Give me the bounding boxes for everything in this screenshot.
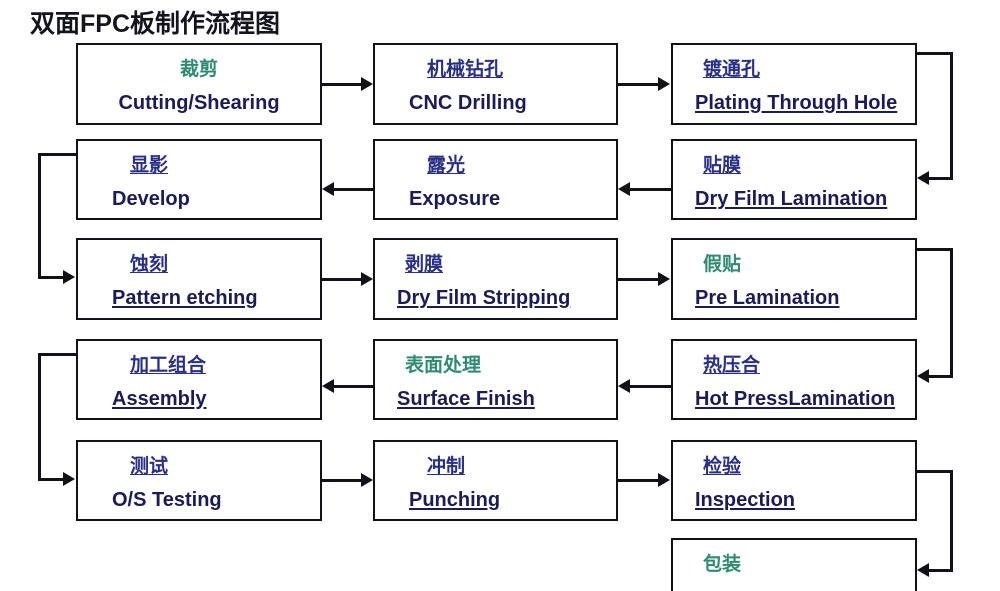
connector-punching-to-inspection xyxy=(618,479,659,482)
node-packaging-cn: 包装 xyxy=(703,554,742,575)
connector-prelam-wrap-top xyxy=(915,248,953,251)
connector-assembly-wrap-top xyxy=(38,353,78,356)
connector-assembly-wrap-bottom xyxy=(38,478,64,481)
node-pre-lamination[interactable]: 假贴 Pre Lamination xyxy=(671,238,917,320)
arrowhead-stripping-to-prelam xyxy=(658,272,670,286)
connector-surface-to-assembly xyxy=(334,385,373,388)
node-exposure[interactable]: 露光 Exposure xyxy=(373,139,618,220)
arrowhead-punching-to-inspection xyxy=(658,473,670,487)
node-cutting-cn: 裁剪 xyxy=(179,59,218,80)
node-cutting-en: Cutting/Shearing xyxy=(118,92,280,114)
connector-testing-to-punching xyxy=(322,479,362,482)
node-os-testing[interactable]: 测试 O/S Testing xyxy=(76,440,322,521)
node-dry-film-lam-cn: 贴膜 xyxy=(703,155,742,176)
connector-stripping-to-prelam xyxy=(618,278,659,281)
node-exposure-en: Exposure xyxy=(409,188,501,210)
node-cnc-drilling[interactable]: 机械钻孔 CNC Drilling xyxy=(373,43,618,125)
arrowhead-testing-to-punching xyxy=(361,473,373,487)
connector-hotpress-to-surface xyxy=(630,385,671,388)
node-assembly-cn: 加工组合 xyxy=(130,355,207,376)
arrowhead-inspection-to-packaging xyxy=(917,563,929,577)
connector-exposure-to-develop xyxy=(334,188,373,191)
node-film-stripping-cn: 剥膜 xyxy=(405,254,444,275)
arrowhead-surface-to-assembly xyxy=(322,379,334,393)
arrowhead-lamination-to-exposure xyxy=(618,182,630,196)
node-hot-press-en: Hot PressLamination xyxy=(695,388,896,410)
node-surface-finish-en: Surface Finish xyxy=(397,388,535,410)
node-surface-finish[interactable]: 表面处理 Surface Finish xyxy=(373,339,618,420)
node-cnc-drilling-en: CNC Drilling xyxy=(409,92,527,114)
arrowhead-cutting-to-drilling xyxy=(361,77,373,91)
node-inspection-en: Inspection xyxy=(695,489,796,511)
connector-plating-wrap-top xyxy=(915,52,953,55)
connector-etching-to-stripping xyxy=(322,278,362,281)
node-cutting[interactable]: 裁剪 Cutting/Shearing xyxy=(76,43,322,125)
node-pattern-etching-cn: 蚀刻 xyxy=(130,254,169,275)
arrowhead-assembly-to-testing xyxy=(63,472,75,486)
node-punching-cn: 冲制 xyxy=(427,456,466,477)
connector-assembly-wrap-vert xyxy=(38,353,41,481)
page-title: 双面FPC板制作流程图 xyxy=(30,10,281,38)
node-packaging[interactable]: 包装 xyxy=(671,538,917,591)
node-assembly-en: Assembly xyxy=(112,388,207,410)
arrowhead-prelam-to-hotpress xyxy=(917,369,929,383)
connector-plating-wrap-vert xyxy=(950,52,953,180)
node-develop-en: Develop xyxy=(112,188,190,210)
connector-cutting-to-drilling xyxy=(322,83,362,86)
node-pre-lamination-en: Pre Lamination xyxy=(695,287,840,309)
node-pattern-etching-en: Pattern etching xyxy=(112,287,258,309)
connector-develop-wrap-bottom xyxy=(38,276,64,279)
node-film-stripping-en: Dry Film Stripping xyxy=(397,287,571,309)
node-os-testing-en: O/S Testing xyxy=(112,489,222,511)
node-punching[interactable]: 冲制 Punching xyxy=(373,440,618,521)
connector-lamination-to-exposure xyxy=(630,188,671,191)
node-surface-finish-cn: 表面处理 xyxy=(405,355,482,376)
connector-prelam-wrap-vert xyxy=(950,248,953,378)
arrowhead-develop-to-etching xyxy=(63,270,75,284)
connector-plating-wrap-bottom xyxy=(929,177,953,180)
node-cnc-drilling-cn: 机械钻孔 xyxy=(427,59,504,80)
node-develop-cn: 显影 xyxy=(130,155,169,176)
arrowhead-exposure-to-develop xyxy=(322,182,334,196)
connector-inspection-wrap-vert xyxy=(950,470,953,572)
connector-prelam-wrap-bottom xyxy=(929,375,953,378)
connector-develop-wrap-vert xyxy=(38,153,41,279)
arrowhead-hotpress-to-surface xyxy=(618,379,630,393)
node-dry-film-stripping[interactable]: 剥膜 Dry Film Stripping xyxy=(373,238,618,320)
node-dry-film-lamination[interactable]: 贴膜 Dry Film Lamination xyxy=(671,139,917,220)
node-os-testing-cn: 测试 xyxy=(130,456,169,477)
connector-drilling-to-plating xyxy=(618,83,659,86)
connector-develop-wrap-top xyxy=(38,153,78,156)
node-pattern-etching[interactable]: 蚀刻 Pattern etching xyxy=(76,238,322,320)
node-assembly[interactable]: 加工组合 Assembly xyxy=(76,339,322,420)
node-hot-press-lamination[interactable]: 热压合 Hot PressLamination xyxy=(671,339,917,420)
connector-inspection-wrap-bottom xyxy=(929,569,953,572)
arrowhead-plating-to-lamination xyxy=(917,171,929,185)
node-dry-film-lam-en: Dry Film Lamination xyxy=(695,188,888,210)
node-develop[interactable]: 显影 Develop xyxy=(76,139,322,220)
node-exposure-cn: 露光 xyxy=(427,155,466,176)
node-pre-lamination-cn: 假贴 xyxy=(703,254,742,275)
arrowhead-drilling-to-plating xyxy=(658,77,670,91)
node-plating-through-hole[interactable]: 镀通孔 Plating Through Hole xyxy=(671,43,917,125)
node-plating-cn: 镀通孔 xyxy=(703,59,761,80)
connector-inspection-wrap-top xyxy=(915,470,953,473)
node-inspection-cn: 检验 xyxy=(703,456,742,477)
arrowhead-etching-to-stripping xyxy=(361,272,373,286)
node-plating-en: Plating Through Hole xyxy=(695,92,898,114)
node-inspection[interactable]: 检验 Inspection xyxy=(671,440,917,521)
node-hot-press-cn: 热压合 xyxy=(703,355,761,376)
node-punching-en: Punching xyxy=(409,489,501,511)
